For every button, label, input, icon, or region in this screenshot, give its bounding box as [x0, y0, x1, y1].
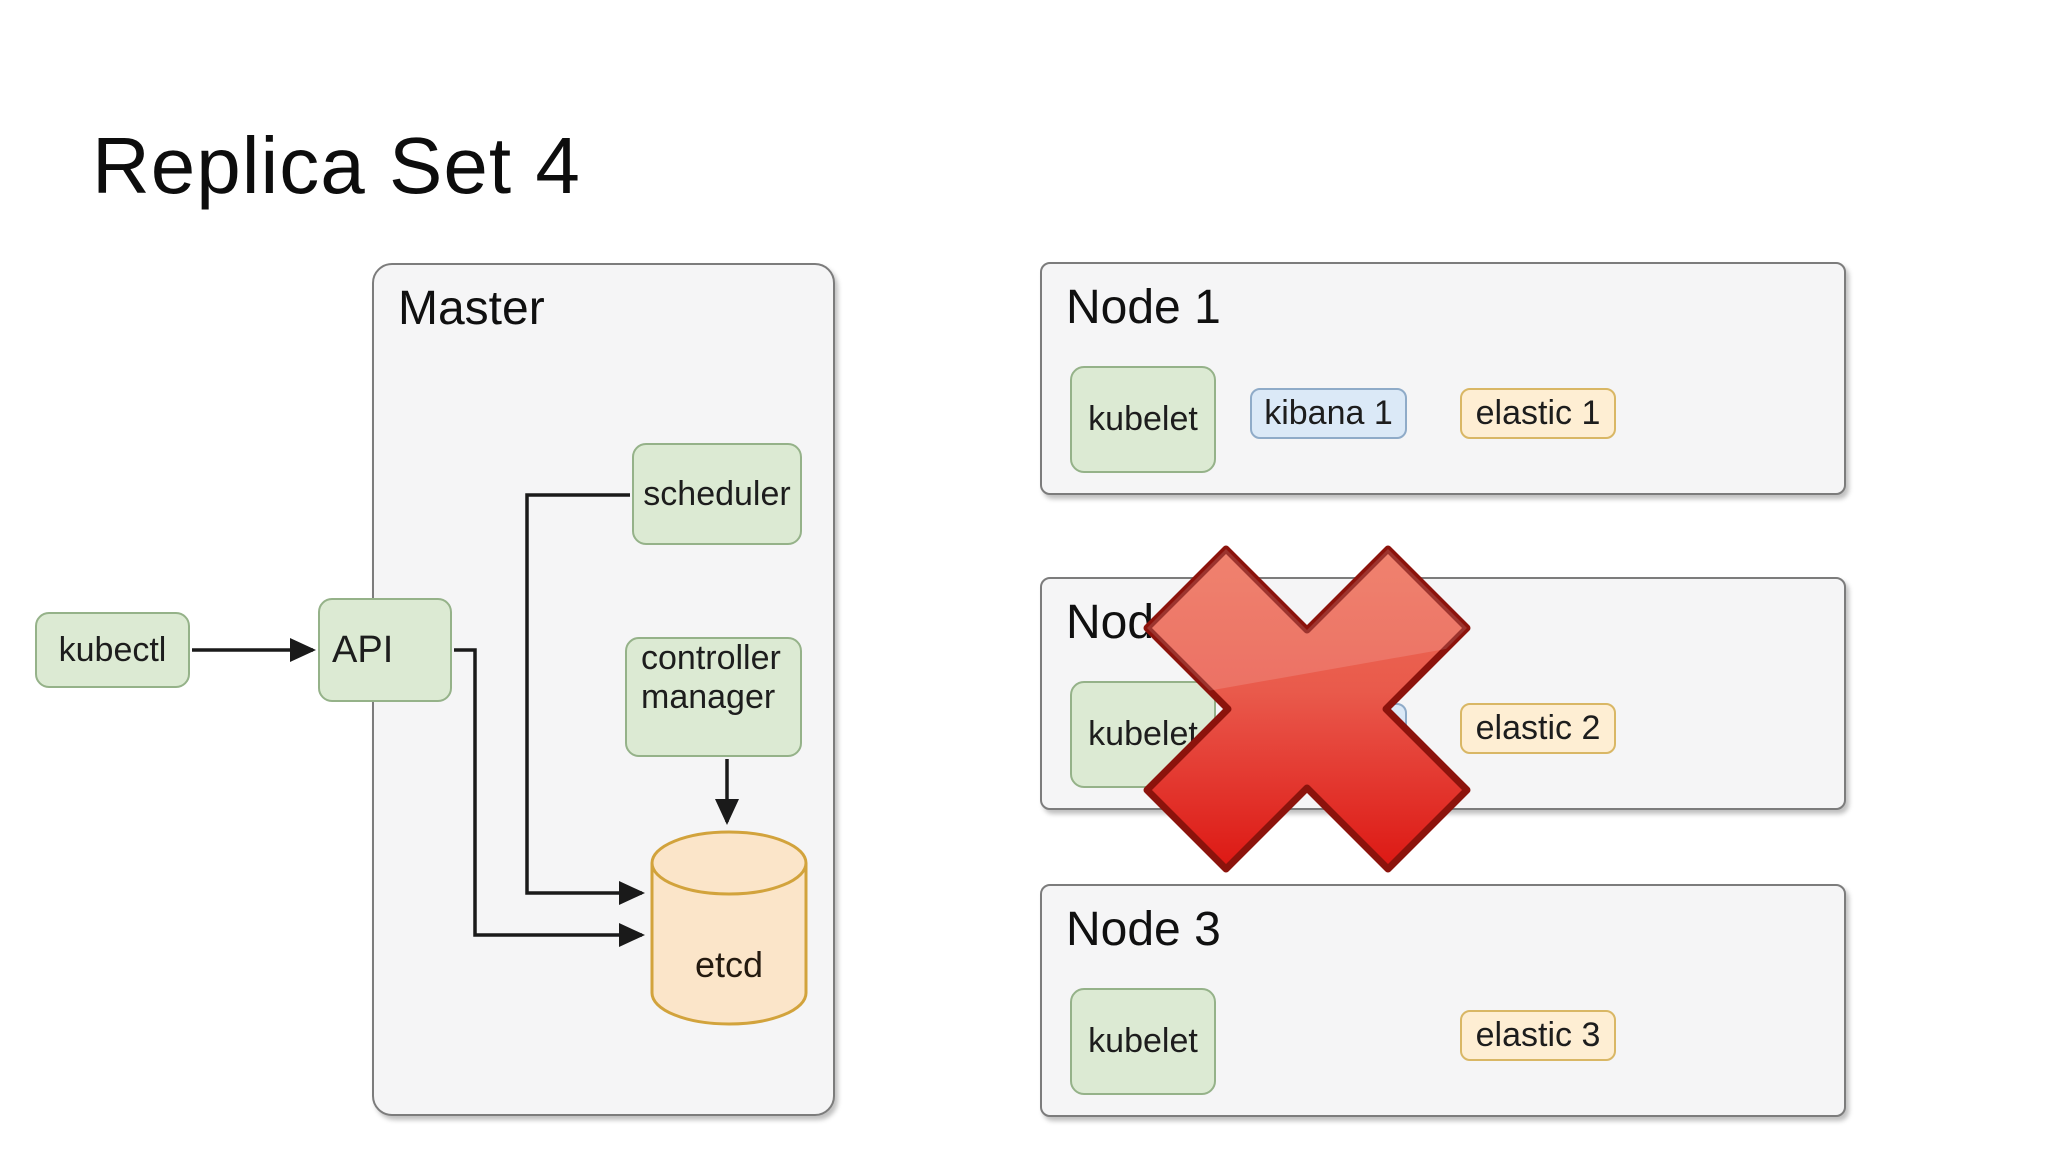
node-3-kubelet-box: kubelet	[1070, 988, 1216, 1095]
scheduler-label: scheduler	[643, 474, 791, 513]
etcd-datastore: etcd	[650, 830, 808, 1026]
node-2-kubelet-label: kubelet	[1088, 715, 1198, 753]
node-1-title: Node 1	[1066, 281, 1221, 334]
node-1-elastic-label: elastic 1	[1475, 394, 1601, 432]
node-2-elastic-label: elastic 2	[1475, 709, 1601, 747]
kubectl-label: kubectl	[58, 630, 167, 669]
node-1-panel: Node 1 kubelet kibana 1 elastic 1	[1040, 262, 1846, 495]
node-1-kubelet-label: kubelet	[1088, 400, 1198, 438]
arrow-api-to-etcd	[454, 648, 645, 947]
node-3-panel: Node 3 kubelet elastic 3	[1040, 884, 1846, 1117]
node-1-kibana-label: kibana 1	[1264, 394, 1393, 432]
etcd-label: etcd	[694, 944, 764, 985]
api-label: API	[332, 628, 394, 671]
node-3-title: Node 3	[1066, 903, 1221, 956]
controller-manager-line2: manager	[641, 678, 776, 717]
etcd-cylinder-icon	[650, 830, 808, 1026]
scheduler-box: scheduler	[632, 443, 802, 545]
node-1-kibana-box: kibana 1	[1250, 388, 1407, 439]
controller-manager-line1: controller	[641, 639, 781, 677]
failure-x-icon	[1143, 545, 1471, 873]
node-3-kubelet-label: kubelet	[1088, 1022, 1198, 1060]
controller-manager-box: controller manager	[625, 637, 802, 757]
node-3-elastic-box: elastic 3	[1460, 1010, 1616, 1061]
kubectl-box: kubectl	[35, 612, 190, 688]
node-1-elastic-box: elastic 1	[1460, 388, 1616, 439]
node-3-elastic-label: elastic 3	[1475, 1016, 1601, 1054]
slide-title: Replica Set 4	[92, 121, 581, 210]
master-title: Master	[398, 282, 545, 335]
arrow-scheduler-to-etcd	[525, 493, 645, 905]
node-2-elastic-box: elastic 2	[1460, 703, 1616, 754]
api-box: API	[318, 598, 452, 702]
node-1-kubelet-box: kubelet	[1070, 366, 1216, 473]
